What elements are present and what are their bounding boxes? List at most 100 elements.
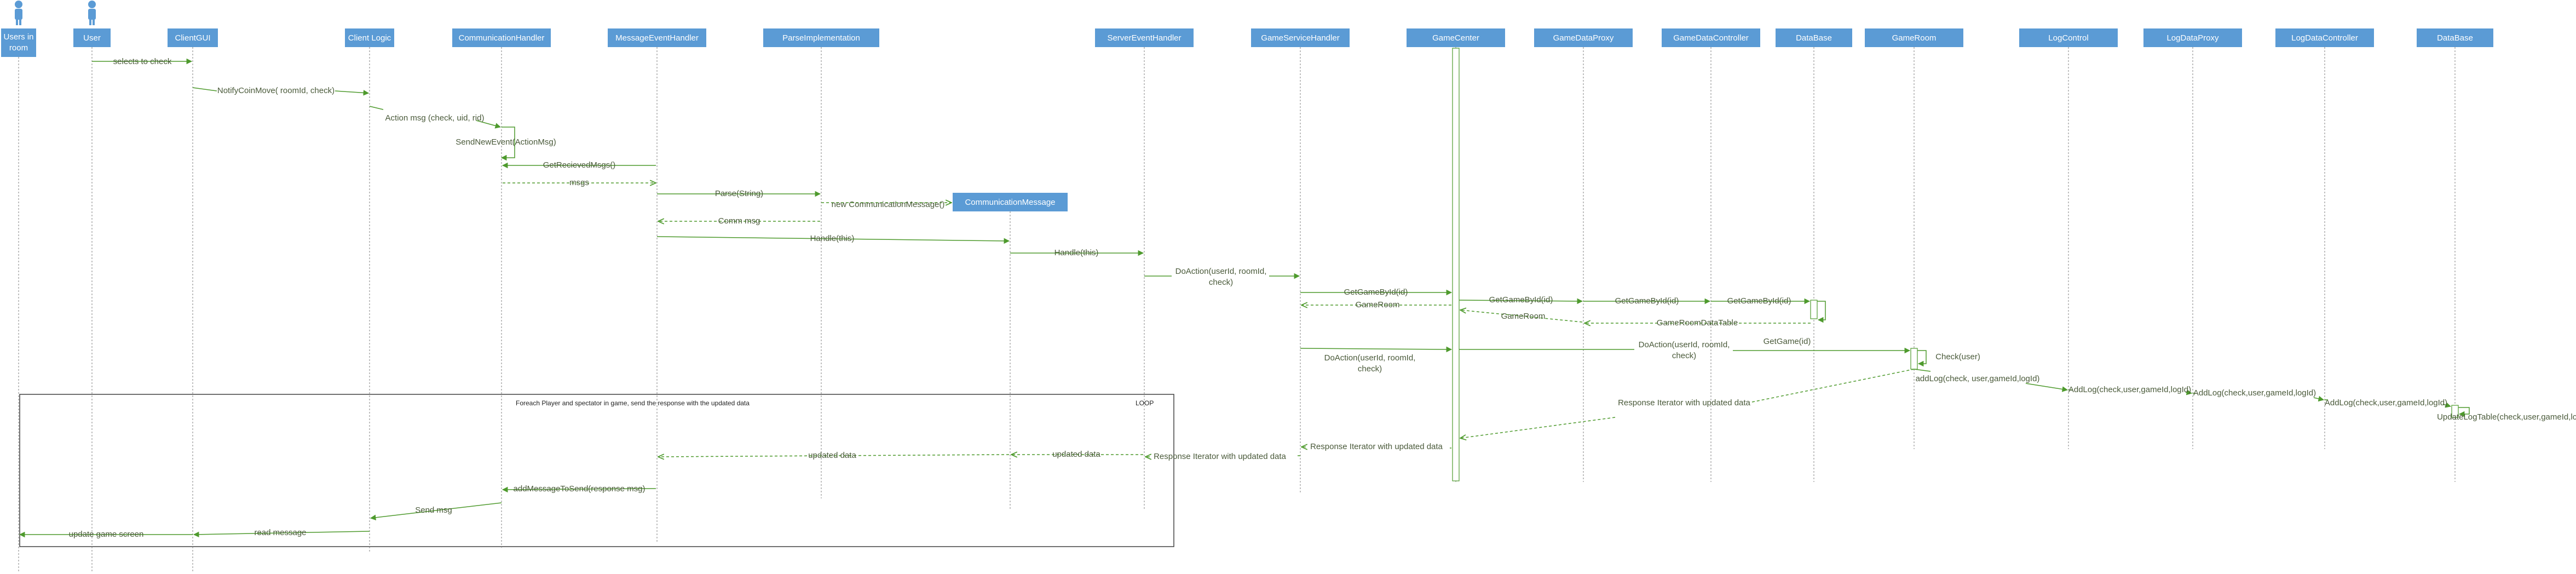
svg-text:GameRoom: GameRoom bbox=[1501, 312, 1546, 321]
message-get-recieved-msgs: GetRecievedMsgs() bbox=[502, 160, 656, 170]
message-response-iterator-1: Response Iterator with updated data bbox=[1460, 369, 1915, 438]
message-updated-data-2: updated data bbox=[658, 451, 1010, 460]
actor-box-user bbox=[73, 28, 111, 47]
svg-text:Response Iterator with updated: Response Iterator with updated data bbox=[1310, 442, 1443, 451]
participant-communication-message: CommunicationMessage bbox=[953, 193, 1068, 211]
message-msgs-return: msgs bbox=[503, 178, 656, 187]
participant-message-event-handler: MessageEventHandler bbox=[608, 28, 706, 47]
message-response-iterator-2: Response Iterator with updated data bbox=[1301, 442, 1451, 451]
participant-game-data-proxy: GameDataProxy bbox=[1534, 28, 1633, 47]
participant-log-data-proxy: LogDataProxy bbox=[2143, 28, 2242, 47]
participant-label: Client Logic bbox=[348, 33, 391, 43]
message-add-message-to-send: addMessageToSend(response msg) bbox=[502, 484, 656, 493]
message-game-room-return-1: GameRoom bbox=[1301, 300, 1451, 309]
actor-label-users-in-room-line1: Users in bbox=[3, 32, 33, 42]
svg-text:addLog(check, user,gameId,logI: addLog(check, user,gameId,logId) bbox=[1916, 374, 2040, 383]
svg-text:update game screen: update game screen bbox=[69, 530, 144, 539]
message-check-user-self: Check(user) bbox=[1917, 350, 1980, 367]
participant-game-center: GameCenter bbox=[1407, 28, 1505, 47]
svg-text:read message: read message bbox=[254, 528, 306, 537]
svg-text:AddLog(check,user,gameId,logId: AddLog(check,user,gameId,logId) bbox=[2193, 388, 2316, 398]
svg-text:GameRoomDataTable: GameRoomDataTable bbox=[1657, 318, 1738, 328]
actor-user: User bbox=[73, 1, 111, 47]
participant-client-gui: ClientGUI bbox=[168, 28, 218, 47]
svg-text:check): check) bbox=[1209, 278, 1233, 287]
message-comm-msg-return: Comm msg bbox=[658, 216, 820, 226]
participant-label: ServerEventHandler bbox=[1107, 33, 1181, 43]
message-action-msg: Action msg (check, uid, rid) bbox=[369, 106, 502, 129]
message-handle-this-1: Handle(this) bbox=[656, 234, 1010, 244]
actor-box-users-in-room bbox=[1, 28, 36, 57]
svg-text:check): check) bbox=[1672, 351, 1696, 360]
participant-game-data-controller: GameDataController bbox=[1662, 28, 1760, 47]
participant-label: CommunicationMessage bbox=[965, 198, 1055, 207]
svg-text:GetRecievedMsgs(): GetRecievedMsgs() bbox=[543, 160, 616, 170]
participant-log-control: LogControl bbox=[2019, 28, 2118, 47]
svg-text:Response Iterator with updated: Response Iterator with updated data bbox=[1618, 398, 1750, 407]
message-get-game-by-id-3: GetGameById(id) bbox=[1583, 296, 1711, 306]
participant-database-1: DataBase bbox=[1776, 28, 1852, 47]
svg-text:AddLog(check,user,gameId,logId: AddLog(check,user,gameId,logId) bbox=[2068, 385, 2191, 394]
loop-condition: Foreach Player and spectator in game, se… bbox=[516, 399, 750, 407]
svg-text:updated data: updated data bbox=[808, 451, 856, 460]
participant-label: GameRoom bbox=[1892, 33, 1937, 43]
message-handle-this-2: Handle(this) bbox=[1010, 248, 1144, 257]
participant-label: GameCenter bbox=[1432, 33, 1479, 43]
message-send-new-event-self: SendNewEvent(ActionMsg) bbox=[456, 127, 556, 161]
participant-label: DataBase bbox=[2437, 33, 2473, 43]
message-notify-coin-move: NotifyCoinMove( roomId, check) bbox=[192, 86, 370, 96]
svg-text:Action msg (check, uid, rid): Action msg (check, uid, rid) bbox=[385, 113, 485, 123]
svg-text:Check(user): Check(user) bbox=[1935, 352, 1980, 361]
activation-database-2 bbox=[2451, 405, 2459, 418]
participant-label: ClientGUI bbox=[175, 33, 210, 43]
svg-text:Send msg: Send msg bbox=[415, 506, 452, 515]
message-updated-data-1: updated data bbox=[1011, 450, 1143, 459]
message-send-msg: Send msg bbox=[370, 502, 502, 521]
activation-database-1 bbox=[1810, 300, 1818, 319]
participant-label: DataBase bbox=[1796, 33, 1832, 43]
message-response-iterator-3: Response Iterator with updated data bbox=[1145, 452, 1300, 461]
loop-frame bbox=[19, 394, 1174, 547]
svg-text:DoAction(userId, roomId,: DoAction(userId, roomId, bbox=[1324, 353, 1416, 363]
svg-text:new CommunicationMessage(): new CommunicationMessage() bbox=[832, 200, 945, 209]
svg-text:GetGameById(id): GetGameById(id) bbox=[1489, 295, 1553, 305]
participant-headers: ClientGUI Client Logic CommunicationHand… bbox=[168, 28, 2493, 211]
participant-parse-implementation: ParseImplementation bbox=[763, 28, 879, 47]
participant-label: LogControl bbox=[2048, 33, 2088, 43]
messages: selects to check NotifyCoinMove( roomId,… bbox=[19, 57, 2576, 539]
message-do-action-3: DoAction(userId, roomId, check) bbox=[1459, 340, 1911, 360]
svg-text:addMessageToSend(response msg): addMessageToSend(response msg) bbox=[514, 484, 646, 493]
message-new-communication-message: new CommunicationMessage() bbox=[821, 200, 952, 209]
message-read-message: read message bbox=[193, 528, 370, 538]
svg-text:GetGameById(id): GetGameById(id) bbox=[1615, 296, 1679, 306]
participant-label: ParseImplementation bbox=[782, 33, 860, 43]
loop-fragment: Foreach Player and spectator in game, se… bbox=[19, 394, 1174, 547]
participant-label: GameServiceHandler bbox=[1261, 33, 1339, 43]
message-add-log-2: AddLog(check,user,gameId,logId) bbox=[2068, 385, 2193, 395]
activation-game-room bbox=[1910, 348, 1918, 370]
svg-text:GetGameById(id): GetGameById(id) bbox=[1344, 288, 1408, 297]
actor-users-in-room: Users in room bbox=[1, 1, 36, 57]
message-parse-string: Parse(String) bbox=[657, 189, 821, 198]
message-get-game-by-id-4: GetGameById(id) bbox=[1711, 296, 1826, 323]
participant-game-room: GameRoom bbox=[1865, 28, 1963, 47]
loop-tag: LOOP bbox=[1136, 399, 1154, 407]
message-update-log-table-self: UpdateLogTable(check,user,gameId,logId) bbox=[2437, 407, 2576, 422]
svg-text:GameRoom: GameRoom bbox=[1356, 300, 1400, 309]
activation-bars bbox=[1452, 48, 2459, 481]
message-add-log-4: AddLog(check,user,gameId,logId) bbox=[2325, 398, 2452, 408]
participant-server-event-handler: ServerEventHandler bbox=[1095, 28, 1194, 47]
message-selects-to-check: selects to check bbox=[92, 57, 193, 66]
participant-communication-handler: CommunicationHandler bbox=[452, 28, 551, 47]
message-get-game-by-id-2: GetGameById(id) bbox=[1459, 295, 1583, 305]
message-update-game-screen: update game screen bbox=[19, 530, 193, 539]
svg-text:Parse(String): Parse(String) bbox=[715, 189, 763, 198]
svg-text:NotifyCoinMove( roomId, check): NotifyCoinMove( roomId, check) bbox=[217, 86, 335, 95]
participant-database-2: DataBase bbox=[2417, 28, 2493, 47]
participant-label: LogDataProxy bbox=[2166, 33, 2219, 43]
svg-text:AddLog(check,user,gameId,logId: AddLog(check,user,gameId,logId) bbox=[2325, 398, 2447, 407]
lifelines bbox=[18, 47, 2456, 572]
svg-text:Comm msg: Comm msg bbox=[718, 216, 760, 226]
svg-text:UpdateLogTable(check,user,game: UpdateLogTable(check,user,gameId,logId) bbox=[2437, 412, 2576, 422]
